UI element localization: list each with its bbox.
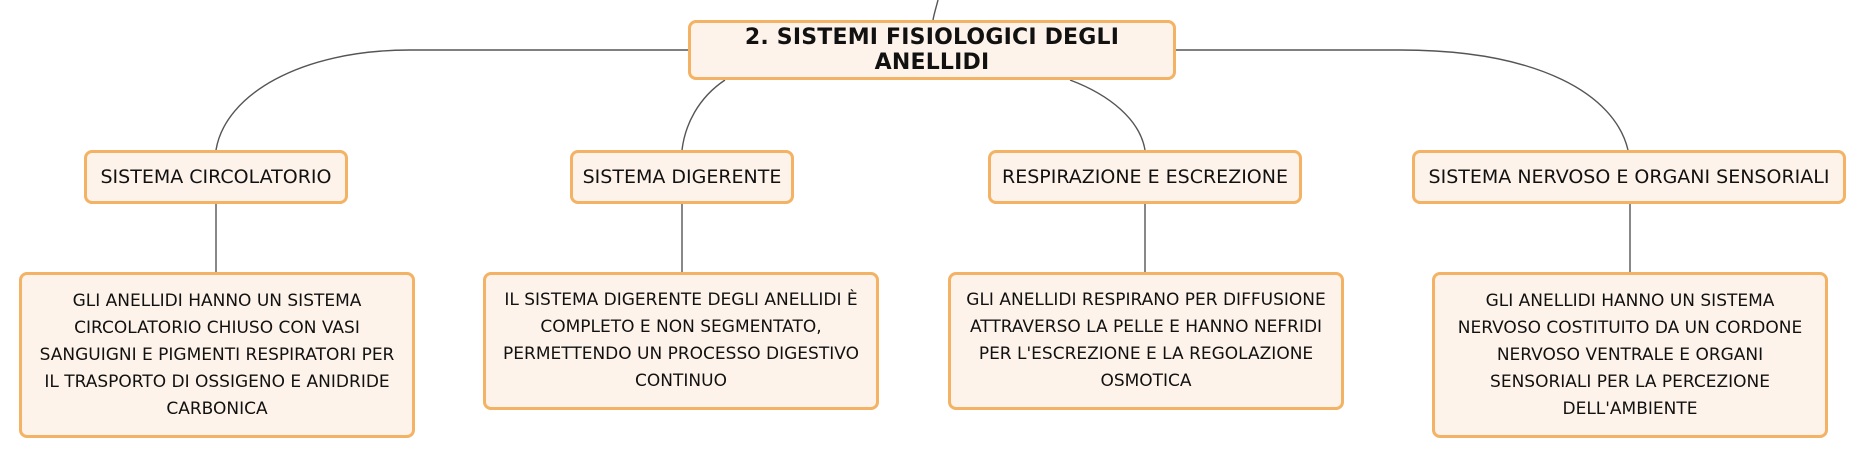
branch-sistema-nervoso[interactable]: SISTEMA NERVOSO E ORGANI SENSORIALI: [1412, 150, 1846, 204]
leaf-sistema-nervoso[interactable]: GLI ANELLIDI HANNO UN SISTEMA NERVOSO CO…: [1432, 272, 1828, 438]
connector-root-to-branch-4: [1176, 49, 1629, 151]
leaf-description: GLI ANELLIDI RESPIRANO PER DIFFUSIONE AT…: [966, 290, 1326, 391]
branch-label: SISTEMA NERVOSO E ORGANI SENSORIALI: [1428, 166, 1830, 188]
leaf-description: GLI ANELLIDI HANNO UN SISTEMA CIRCOLATOR…: [39, 290, 395, 419]
connector-root-to-branch-3: [1069, 79, 1146, 151]
branch-respirazione-escrezione[interactable]: RESPIRAZIONE E ESCREZIONE: [988, 150, 1302, 204]
branch-sistema-digerente[interactable]: SISTEMA DIGERENTE: [570, 150, 794, 204]
leaf-description: IL SISTEMA DIGERENTE DEGLI ANELLIDI È CO…: [503, 290, 859, 391]
branch-label: SISTEMA DIGERENTE: [582, 166, 782, 188]
root-topic-label: 2. SISTEMI FISIOLOGICI DEGLI ANELLIDI: [744, 25, 1120, 75]
root-topic[interactable]: 2. SISTEMI FISIOLOGICI DEGLI ANELLIDI: [688, 20, 1176, 80]
connector-root-to-branch-2: [681, 79, 726, 151]
leaf-sistema-digerente[interactable]: IL SISTEMA DIGERENTE DEGLI ANELLIDI È CO…: [483, 272, 879, 410]
branch-label: RESPIRAZIONE E ESCREZIONE: [1002, 166, 1288, 188]
leaf-sistema-circolatorio[interactable]: GLI ANELLIDI HANNO UN SISTEMA CIRCOLATOR…: [19, 272, 415, 438]
branch-label: SISTEMA CIRCOLATORIO: [100, 166, 332, 188]
connector-parent-to-root: [932, 0, 939, 21]
leaf-description: GLI ANELLIDI HANNO UN SISTEMA NERVOSO CO…: [1457, 290, 1803, 419]
branch-sistema-circolatorio[interactable]: SISTEMA CIRCOLATORIO: [84, 150, 348, 204]
leaf-respirazione-escrezione[interactable]: GLI ANELLIDI RESPIRANO PER DIFFUSIONE AT…: [948, 272, 1344, 410]
connector-root-to-branch-1: [215, 49, 688, 151]
